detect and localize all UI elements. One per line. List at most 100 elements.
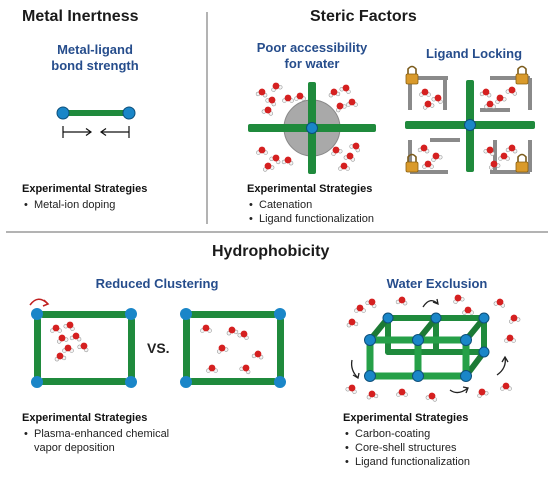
title-steric-factors: Steric Factors: [310, 8, 417, 25]
strategies-list-exclusion: Carbon-coating Core-shell structures Lig…: [345, 427, 470, 469]
water-molecule: [62, 344, 74, 353]
title-hydrophobicity: Hydrophobicity: [212, 243, 330, 260]
water-exclusion-cage: [350, 298, 509, 394]
water-molecule: [365, 298, 377, 309]
vs-label: VS.: [147, 340, 170, 356]
strategy-item: Catenation: [249, 198, 374, 212]
water-molecule: [488, 160, 501, 170]
water-molecule: [431, 94, 443, 104]
padlock-icon: [405, 153, 419, 173]
water-molecule: [493, 298, 506, 308]
strategies-heading-clustering: Experimental Strategies: [22, 412, 148, 424]
water-molecule: [453, 294, 465, 304]
water-molecule: [422, 160, 434, 169]
strategies-list-metal: Metal-ion doping: [24, 198, 115, 212]
cage-comparison: [180, 308, 286, 388]
water-molecule: [417, 144, 430, 154]
water-molecule: [269, 154, 281, 165]
strategy-item: Core-shell structures: [345, 441, 470, 455]
water-molecule: [345, 384, 357, 394]
water-molecule: [495, 94, 507, 104]
strategies-list-clustering: Plasma-enhanced chemical: [24, 427, 169, 441]
water-molecule: [255, 88, 268, 98]
water-molecule: [226, 326, 239, 336]
water-molecule: [396, 388, 408, 397]
water-molecule: [505, 144, 518, 154]
water-molecule: [479, 88, 492, 98]
water-molecule: [200, 324, 212, 333]
water-molecule: [346, 98, 358, 107]
water-molecule: [498, 152, 510, 161]
water-molecule: [462, 306, 474, 315]
bond-compression-arrows: [62, 126, 130, 138]
water-molecule: [504, 334, 516, 343]
water-molecule: [500, 382, 512, 391]
water-molecule: [239, 364, 251, 375]
water-molecule: [216, 344, 229, 354]
water-molecule: [354, 304, 366, 313]
strategies-list-steric: Catenation Ligand functionalization: [249, 198, 374, 226]
water-molecule: [477, 388, 489, 398]
subtitle-accessibility-line1: Poor accessibility: [256, 40, 368, 55]
water-molecule: [508, 314, 521, 324]
subtitle-accessibility-line2: for water: [284, 56, 340, 71]
water-molecule: [331, 146, 343, 156]
water-molecule: [206, 364, 218, 373]
water-molecule: [335, 102, 347, 113]
water-molecule: [281, 156, 294, 166]
subtitle-bond-strength-line2: bond strength: [51, 58, 139, 73]
water-molecule: [54, 352, 67, 362]
water-molecule: [237, 330, 249, 340]
water-molecule: [50, 324, 62, 333]
water-molecule: [69, 332, 82, 342]
padlock-icon: [515, 65, 529, 85]
water-molecule: [425, 392, 438, 402]
accessibility-node: [248, 82, 376, 174]
strategy-item: Metal-ion doping: [24, 198, 115, 212]
water-molecule: [265, 96, 277, 107]
water-molecules-clustering: [50, 321, 264, 375]
water-molecule: [256, 146, 268, 155]
water-molecule: [56, 334, 69, 344]
water-molecule: [271, 82, 283, 92]
water-molecule: [282, 94, 294, 103]
water-molecule: [431, 152, 443, 162]
water-molecule: [346, 318, 359, 328]
water-molecule: [294, 92, 306, 101]
strategy-item: Plasma-enhanced chemical: [24, 427, 169, 441]
water-molecule: [422, 100, 435, 110]
water-molecule: [77, 342, 89, 353]
strategy-item: Ligand functionalization: [345, 455, 470, 469]
metal-ligand-bond: [56, 106, 136, 120]
water-molecule: [419, 88, 431, 97]
padlock-icons: [405, 65, 529, 173]
water-molecule: [63, 321, 75, 331]
water-molecule: [261, 106, 274, 116]
subtitle-bond-strength-line1: Metal-ligand: [57, 42, 133, 57]
water-molecule: [328, 88, 341, 98]
subtitle-ligand-locking: Ligand Locking: [425, 46, 523, 61]
subtitle-water-exclusion: Water Exclusion: [386, 276, 488, 291]
water-molecule: [339, 84, 351, 94]
water-molecules-accessibility: [255, 82, 361, 172]
water-molecules-locking: [417, 86, 518, 170]
water-molecule: [251, 350, 264, 360]
water-molecules-exclusion: [345, 294, 521, 402]
strategy-item-continuation: vapor deposition: [34, 442, 115, 454]
water-molecule: [505, 86, 518, 96]
strategies-heading-exclusion: Experimental Strategies: [343, 412, 469, 424]
title-metal-inertness: Metal Inertness: [22, 8, 139, 25]
padlock-icon: [515, 153, 529, 173]
water-molecule: [338, 162, 350, 171]
water-molecule: [483, 146, 495, 156]
water-molecule: [343, 152, 356, 162]
strategies-heading-metal: Experimental Strategies: [22, 183, 148, 195]
cage-reduced-clustering: [29, 298, 137, 388]
subtitle-reduced-clustering: Reduced Clustering: [95, 276, 219, 291]
strategy-item: Ligand functionalization: [249, 212, 374, 226]
strategies-heading-steric: Experimental Strategies: [247, 183, 373, 195]
water-molecule: [366, 390, 379, 400]
water-molecule: [262, 162, 275, 172]
